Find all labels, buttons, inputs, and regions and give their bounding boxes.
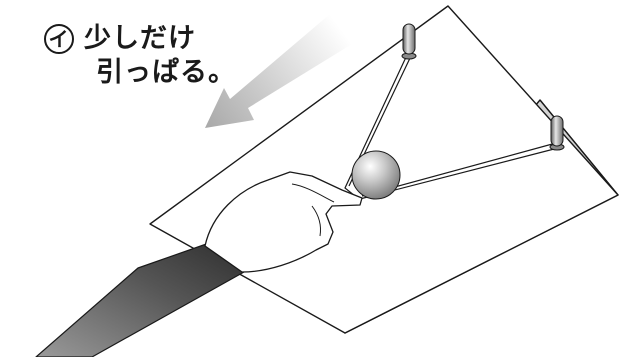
instruction-line-2: 引っぱる。 — [44, 56, 236, 90]
instruction-text-1: 少しだけ — [84, 23, 196, 54]
instruction-label: イ 少しだけ 引っぱる。 — [44, 22, 236, 90]
peg-right — [549, 115, 565, 151]
instruction-line-1: イ 少しだけ — [44, 22, 236, 56]
arm-sleeve — [35, 241, 245, 357]
step-marker: イ — [44, 24, 74, 54]
pull-direction-arrow — [205, 14, 352, 128]
finger-lines — [291, 183, 335, 237]
ball — [351, 150, 401, 200]
ramp-edge — [539, 99, 619, 196]
peg-upper — [401, 23, 417, 60]
instruction-text-2: 引っぱる。 — [96, 57, 236, 88]
hand — [204, 171, 363, 273]
